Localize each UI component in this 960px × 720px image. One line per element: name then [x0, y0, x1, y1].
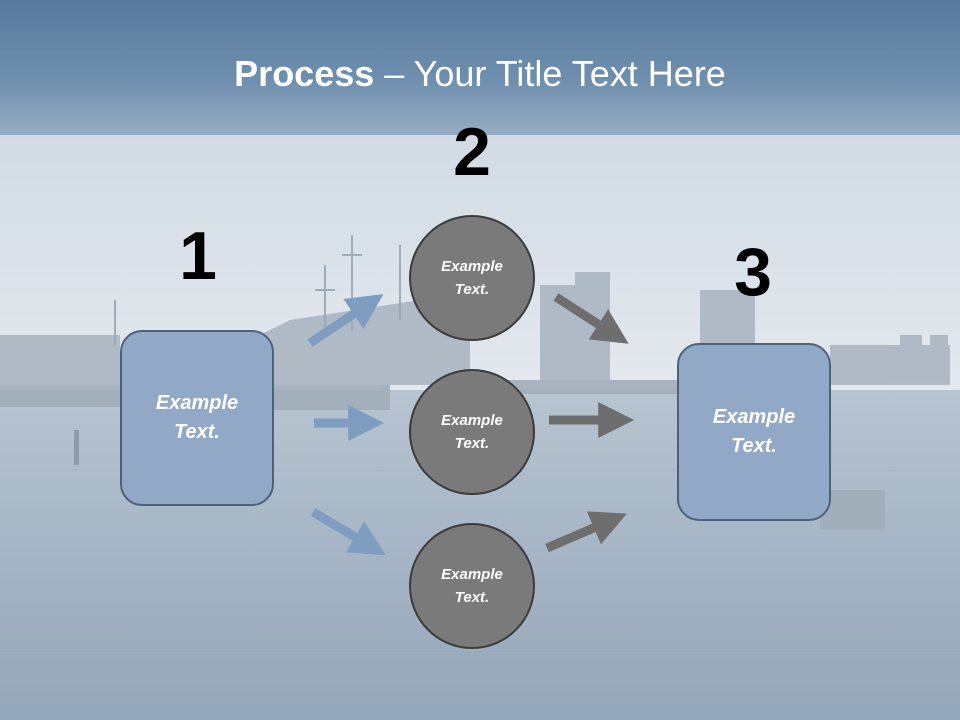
- step-2-circle-top: Example Text.: [409, 215, 535, 341]
- arrow-1-to-top: [307, 294, 384, 347]
- arrow-1-to-bottom: [310, 508, 386, 556]
- step-3-text: Example Text.: [712, 406, 796, 457]
- circle-top-text: Example Text.: [441, 258, 503, 298]
- slide-title-bold: Process: [234, 53, 375, 94]
- arrow-top-to-3: [553, 293, 629, 344]
- slide-title-rest: – Your Title Text Here: [374, 53, 726, 94]
- step-1-box: Example Text.: [120, 330, 274, 506]
- circle-middle-text: Example Text.: [441, 412, 503, 452]
- step-number-1: 1: [179, 218, 217, 294]
- step-2-circle-bottom: Example Text.: [409, 523, 535, 649]
- slide-title: Process – Your Title Text Here: [0, 52, 960, 96]
- circle-bottom-text: Example Text.: [441, 566, 503, 606]
- step-2-circle-middle: Example Text.: [409, 369, 535, 495]
- step-number-2: 2: [453, 114, 491, 190]
- step-1-text: Example Text.: [155, 392, 239, 443]
- arrow-bottom-to-3: [545, 511, 627, 553]
- step-3-box: Example Text.: [677, 343, 831, 521]
- title-bar: [0, 0, 960, 135]
- step-number-3: 3: [734, 234, 772, 310]
